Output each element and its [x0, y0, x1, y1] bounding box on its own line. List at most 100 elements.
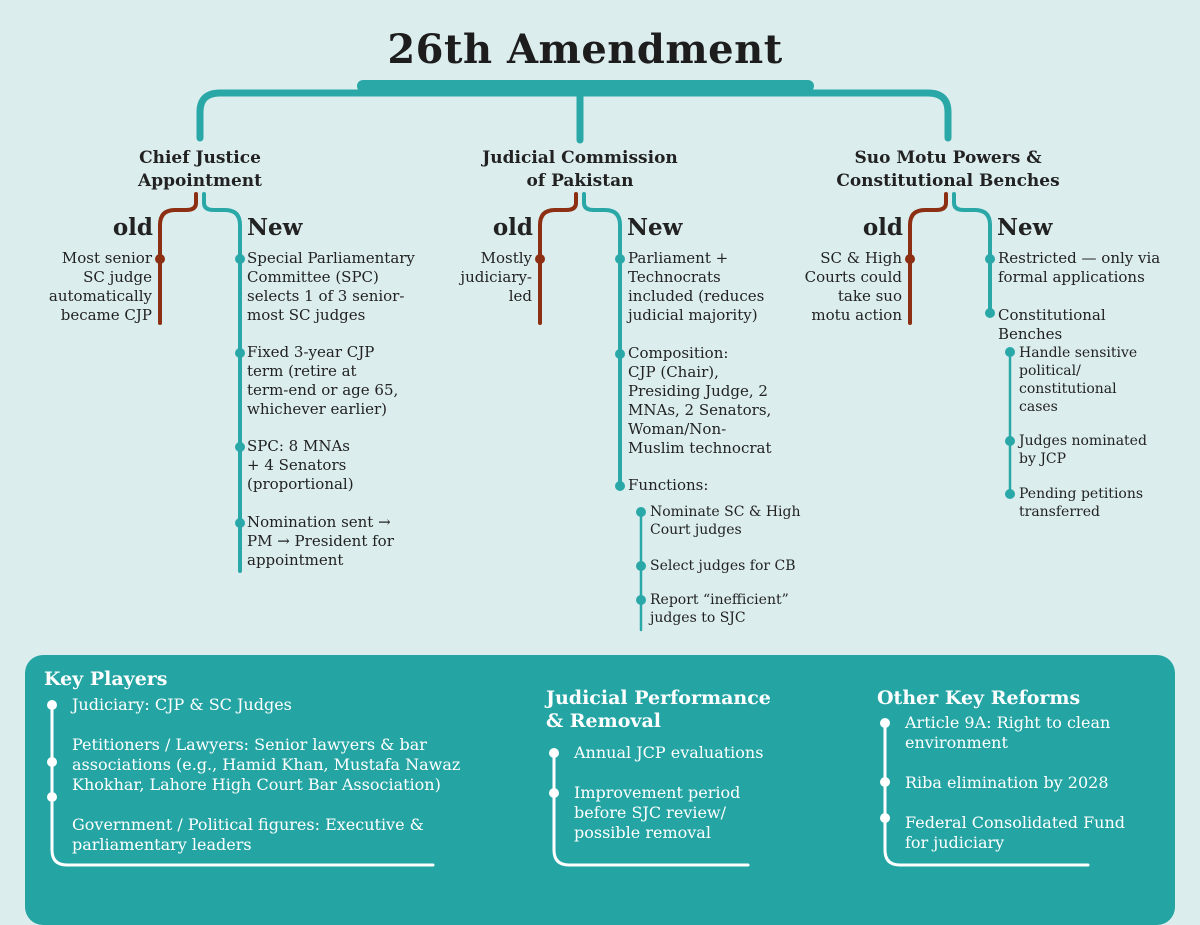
sub-item: Report “inefficient”judges to SJC	[650, 591, 789, 627]
new-item: SPC: 8 MNAs+ 4 Senators(proportional)	[247, 437, 354, 494]
text-line: Pending petitions	[1019, 486, 1144, 502]
sub-dot	[636, 507, 646, 517]
text-line: transferred	[1019, 504, 1100, 520]
text-line: term (retire at	[247, 362, 357, 380]
text-line: Report “inefficient”	[650, 592, 789, 608]
text-line: by JCP	[1019, 451, 1067, 467]
old-dot	[535, 254, 545, 264]
text-line: Restricted — only via	[998, 249, 1161, 267]
key-players-title: Key Players	[44, 668, 168, 690]
new-branch-3	[952, 192, 992, 313]
text-line: Presiding Judge, 2	[628, 382, 768, 400]
sub-item: Select judges for CB	[650, 558, 796, 574]
old-label: old	[862, 214, 903, 241]
bullet-dot	[880, 777, 890, 787]
text-line: led	[508, 287, 532, 305]
text-line: Constitutional Benches	[836, 171, 1060, 191]
text-line: environment	[905, 733, 1008, 752]
connector-line	[47, 700, 890, 823]
sub-dot	[1005, 347, 1015, 357]
text-line: CJP (Chair),	[628, 363, 719, 381]
text-line: Nominate SC & High	[650, 504, 801, 520]
new-item: Composition:CJP (Chair),Presiding Judge,…	[628, 344, 772, 458]
bullet-dot	[549, 788, 559, 798]
text-line: term-end or age 65,	[247, 381, 399, 399]
text-line: cases	[1019, 399, 1058, 415]
text-line: Constitutional	[998, 306, 1106, 324]
text-line: Special Parliamentary	[247, 249, 415, 267]
text-line: (proportional)	[247, 475, 354, 493]
new-branch-2	[582, 192, 622, 486]
old-label: old	[112, 214, 153, 241]
other-reforms-title: Other Key Reforms	[877, 687, 1081, 709]
text-line: Judicial Performance	[546, 687, 771, 709]
performance-title: Judicial Performance& Removal	[546, 687, 771, 733]
new-label: New	[247, 214, 303, 241]
text-line: Federal Consolidated Fund	[905, 813, 1126, 832]
text-line: Technocrats	[628, 268, 721, 286]
text-line: political/	[1019, 363, 1081, 379]
new-dot	[615, 349, 625, 359]
connector-lines	[155, 80, 1015, 632]
text-line: Petitioners / Lawyers: Senior lawyers & …	[72, 735, 427, 754]
sub-dot	[1005, 436, 1015, 446]
text-line: Mostly	[480, 249, 532, 267]
text-line: SPC: 8 MNAs	[247, 437, 350, 455]
connector-line	[155, 254, 1015, 605]
text-line: Nomination sent →	[247, 513, 391, 531]
text-line: Suo Motu Powers &	[854, 148, 1042, 168]
sub-dot	[636, 561, 646, 571]
text-line: associations (e.g., Hamid Khan, Mustafa …	[72, 755, 461, 774]
text-line: SC judge	[83, 268, 152, 286]
text-line: Government / Political figures: Executiv…	[72, 815, 424, 834]
sub-dot	[1005, 489, 1015, 499]
key-player-item: Petitioners / Lawyers: Senior lawyers & …	[72, 735, 460, 795]
text-line: became CJP	[60, 306, 152, 324]
text-line: parliamentary leaders	[72, 835, 252, 854]
text-line: included (reduces	[628, 287, 765, 305]
text-line: + 4 Senators	[247, 456, 347, 474]
text-line: whichever earlier)	[247, 400, 388, 418]
new-dot	[615, 254, 625, 264]
text-line: automatically	[48, 287, 152, 305]
new-dot	[985, 308, 995, 318]
new-dot	[235, 348, 245, 358]
key-player-item: Government / Political figures: Executiv…	[72, 815, 424, 855]
summary-panel	[25, 655, 1175, 925]
text-line: SC & High	[820, 249, 902, 267]
column-heading-chief-justice: Chief Justice Appointment	[50, 147, 350, 193]
connector-line	[158, 80, 1012, 632]
text-line: Muslim technocrat	[628, 439, 772, 457]
text-line: judicial majority)	[628, 306, 758, 324]
new-dot	[985, 254, 995, 264]
text-line: Improvement period	[574, 783, 741, 802]
text-line: appointment	[247, 551, 344, 569]
text-line: & Removal	[546, 710, 661, 732]
new-item: Functions:	[628, 476, 709, 494]
new-dot	[235, 518, 245, 528]
old-branch-1	[158, 192, 198, 325]
text-line: judiciary-	[460, 268, 532, 286]
connector-line	[50, 701, 1090, 867]
sub-item: Pending petitions transferred	[1019, 485, 1143, 521]
connector-line	[883, 720, 1090, 867]
old-branch-3	[908, 192, 948, 325]
text-line: motu action	[811, 306, 902, 324]
text-line: for judiciary	[905, 833, 1005, 852]
column-heading-suo-motu: Suo Motu Powers & Constitutional Benches	[798, 147, 1098, 193]
title-bracket	[196, 89, 952, 142]
